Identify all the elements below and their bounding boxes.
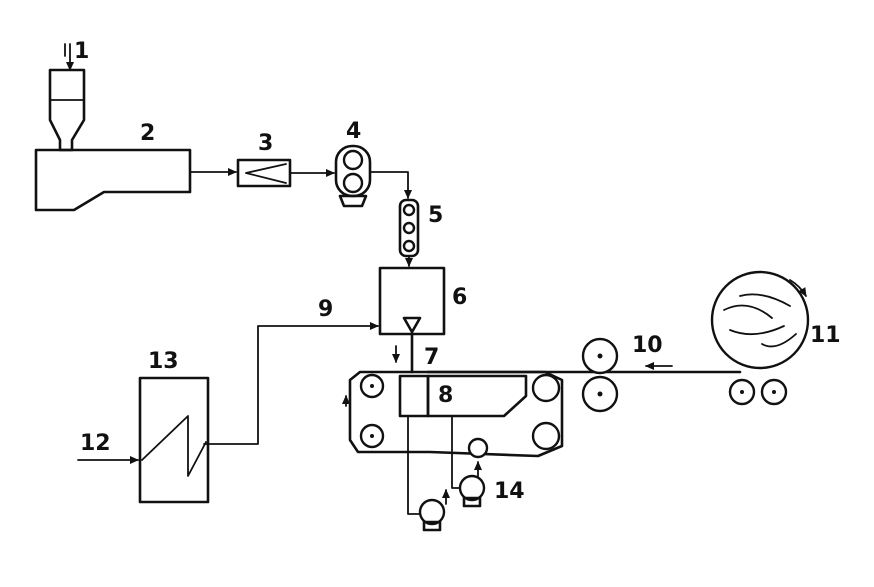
label-9: 9 bbox=[318, 297, 333, 322]
gear-pump bbox=[289, 144, 372, 208]
spinneret bbox=[392, 332, 414, 374]
spinning-head bbox=[378, 266, 446, 336]
collector-belt bbox=[342, 370, 564, 458]
label-12: 12 bbox=[80, 431, 111, 456]
labels: 1 2 3 4 5 6 7 8 9 10 11 12 13 14 bbox=[74, 39, 841, 504]
label-7: 7 bbox=[424, 345, 439, 370]
air-heater bbox=[138, 376, 210, 504]
winder-roll bbox=[710, 270, 810, 406]
suction-box bbox=[398, 374, 528, 418]
label-10: 10 bbox=[632, 333, 663, 358]
label-5: 5 bbox=[428, 203, 443, 228]
label-13: 13 bbox=[148, 349, 179, 374]
static-mixer bbox=[369, 171, 420, 267]
vacuum-pump bbox=[407, 415, 489, 532]
air-supply-line bbox=[203, 322, 379, 445]
label-14: 14 bbox=[494, 479, 525, 504]
label-6: 6 bbox=[452, 285, 467, 310]
label-2: 2 bbox=[140, 121, 155, 146]
label-11: 11 bbox=[810, 323, 841, 348]
label-3: 3 bbox=[258, 131, 273, 156]
filter bbox=[189, 158, 292, 188]
label-1: 1 bbox=[74, 39, 89, 64]
extruder bbox=[34, 148, 192, 212]
calender-rolls bbox=[426, 337, 742, 413]
label-8: 8 bbox=[438, 383, 453, 408]
label-4: 4 bbox=[346, 119, 361, 144]
